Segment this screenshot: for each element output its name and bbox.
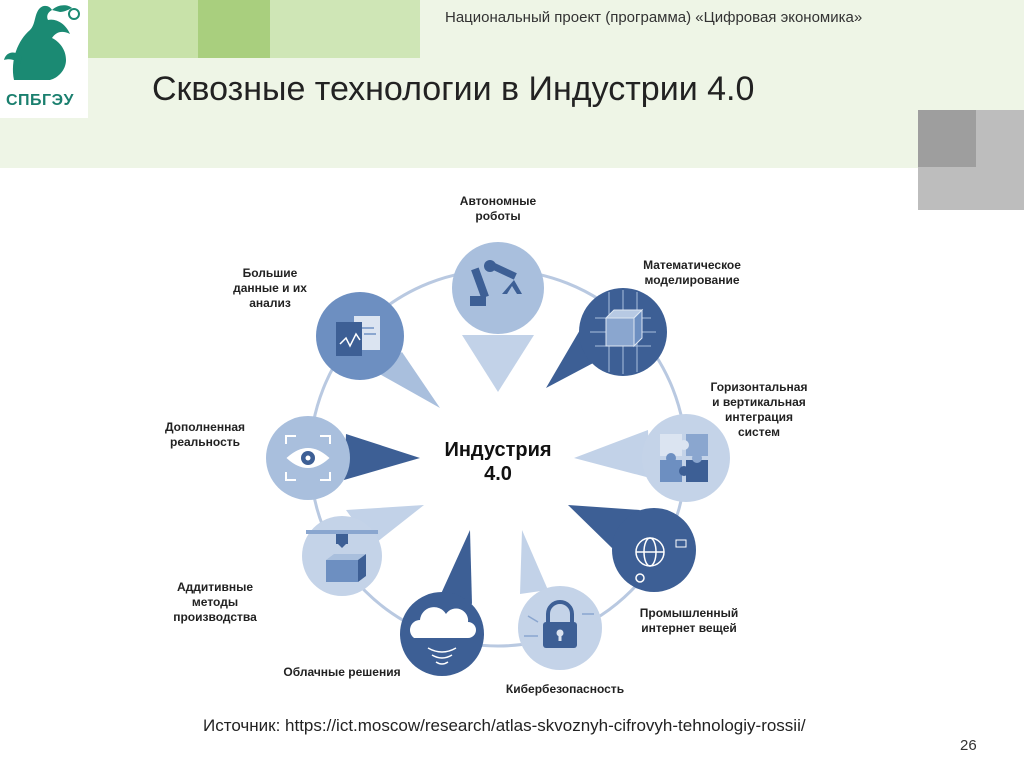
label-modeling: Математическое моделирование: [612, 258, 772, 288]
node-robots: [452, 242, 544, 334]
label-security: Кибербезопасность: [490, 682, 640, 697]
wedge-robots: [462, 335, 534, 392]
label-cloud: Облачные решения: [262, 665, 422, 680]
page-number: 26: [960, 737, 977, 754]
label-robots: Автономные роботы: [428, 194, 568, 224]
label-ar: Дополненная реальность: [140, 420, 270, 450]
data-documents-icon: [336, 316, 380, 356]
label-integration: Горизонтальная и вертикальная интеграция…: [684, 380, 834, 440]
center-label: Индустрия 4.0: [418, 438, 578, 486]
node-ar: [266, 416, 350, 500]
node-iot: [612, 508, 696, 592]
node-additive: [302, 516, 382, 596]
node-security: [518, 586, 602, 670]
wedge-ar: [344, 434, 420, 480]
label-iot: Промышленный интернет вещей: [614, 606, 764, 636]
wedge-integration: [574, 430, 650, 478]
source-link[interactable]: Источник: https://ict.moscow/research/at…: [203, 716, 806, 736]
wedge-security: [520, 530, 548, 594]
node-cloud: [400, 592, 484, 676]
label-bigdata: Большие данные и их анализ: [210, 266, 330, 311]
label-additive: Аддитивные методы производства: [150, 580, 280, 625]
node-modeling: [579, 288, 667, 376]
